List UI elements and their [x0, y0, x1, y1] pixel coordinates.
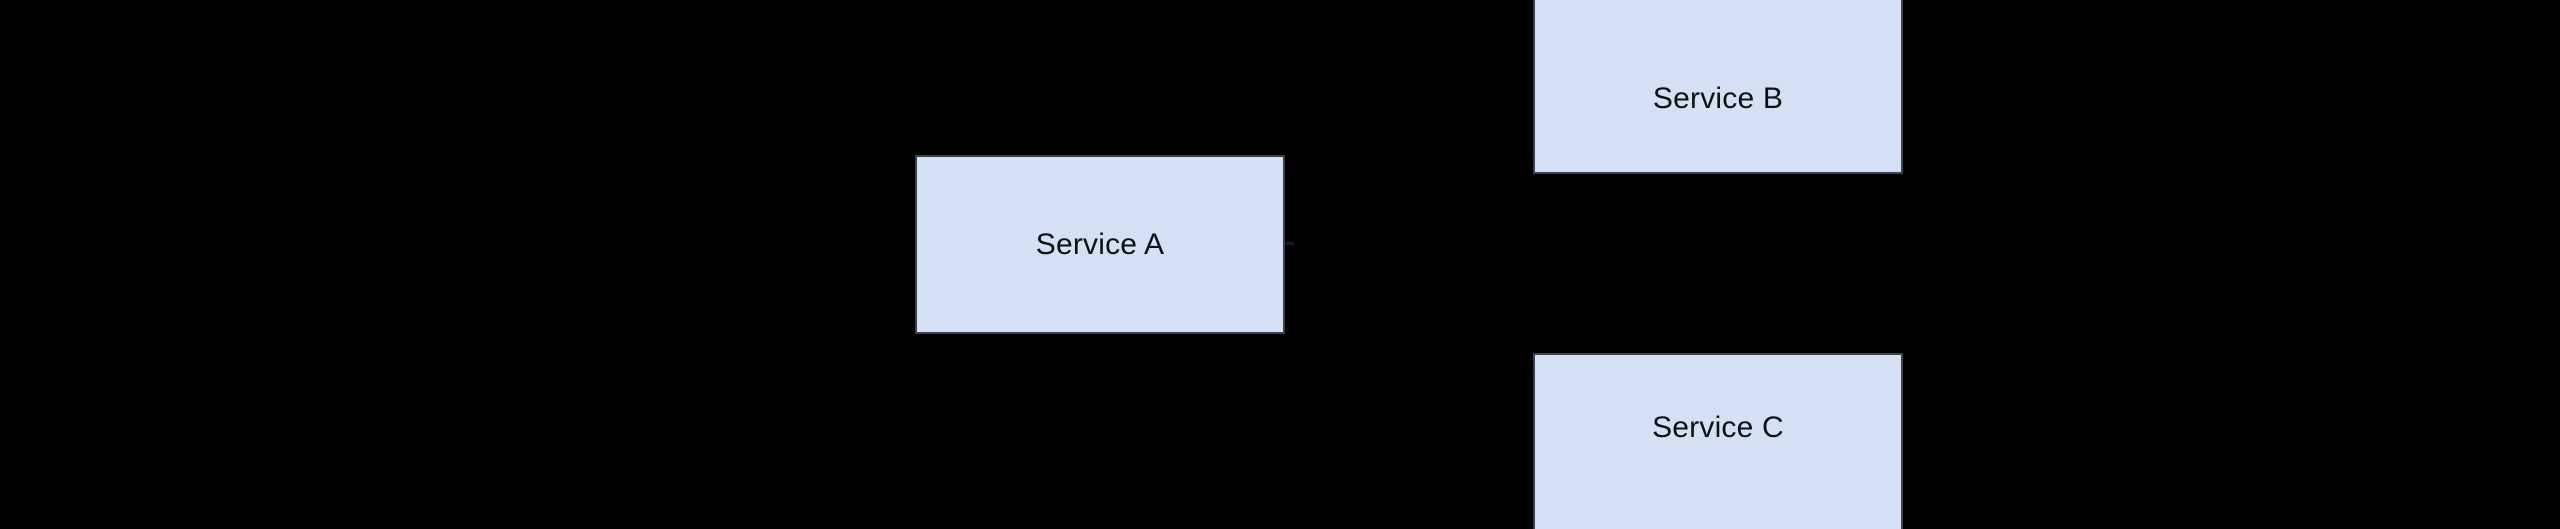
node-service-b[interactable]: Service B [1533, 0, 1903, 174]
connection-port-service-a-right [1285, 242, 1294, 245]
node-service-c[interactable]: Service C [1533, 353, 1903, 529]
node-service-b-label: Service B [1652, 82, 1784, 115]
node-service-c-label: Service C [1652, 411, 1784, 444]
node-service-a[interactable]: Service A [915, 155, 1285, 334]
node-service-a-label: Service A [1035, 227, 1165, 261]
edge-service-a-to-service-c [1285, 242, 1533, 442]
edge-service-a-to-service-b [1285, 86, 1533, 246]
